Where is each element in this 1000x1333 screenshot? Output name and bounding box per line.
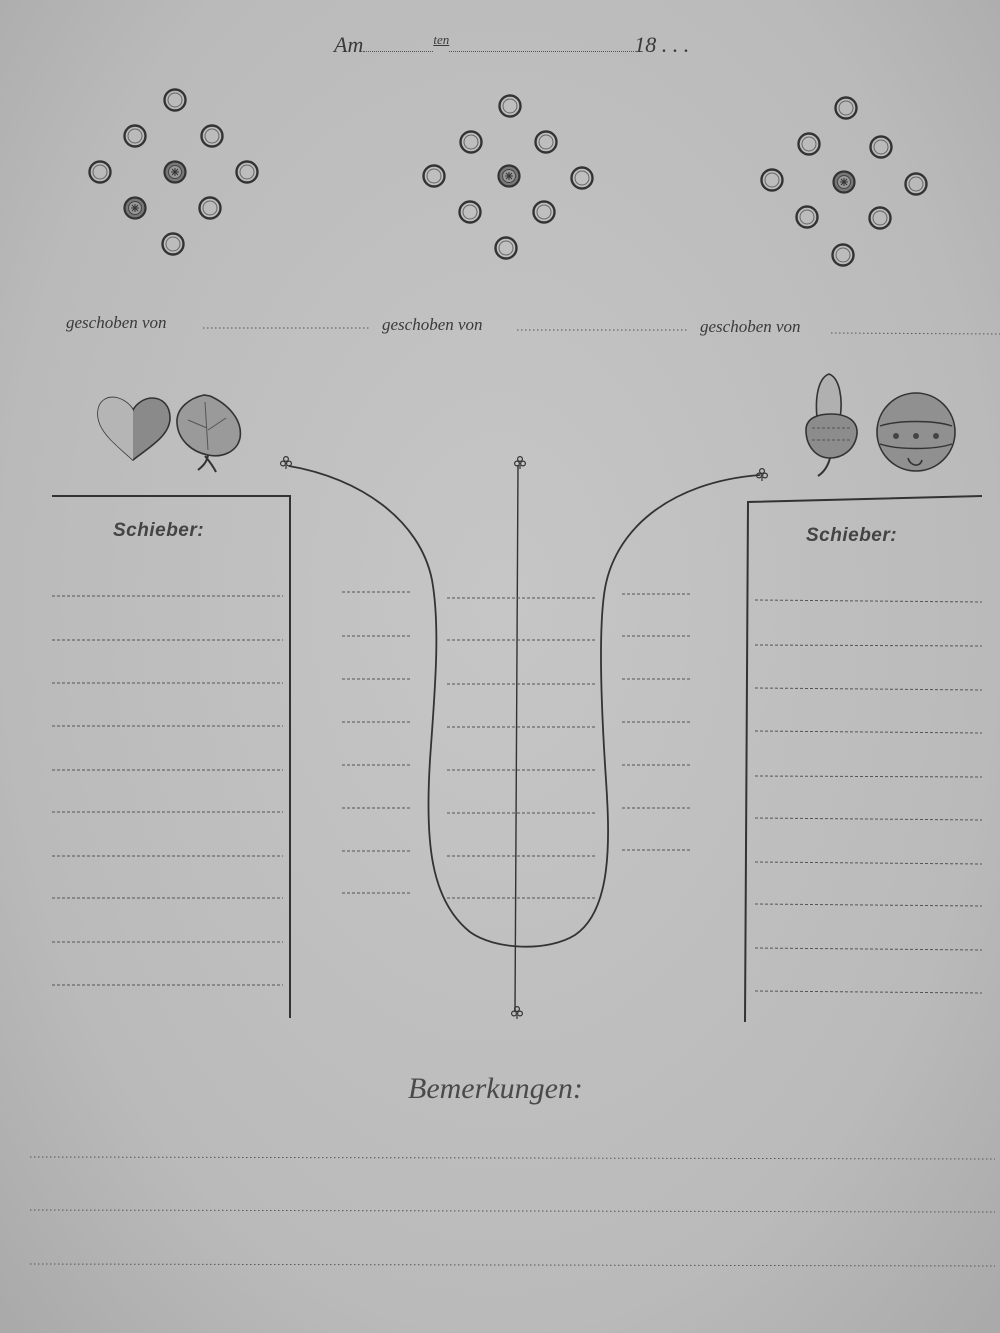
signature-label-1: geschoben von (66, 313, 167, 332)
pin (88, 160, 112, 184)
pin-diagram-2 (422, 94, 594, 260)
right-board-frame (744, 495, 983, 1023)
pin (904, 172, 928, 196)
pin (831, 243, 855, 267)
pin (570, 166, 594, 190)
pin (422, 164, 446, 188)
left-board-title: Schieber: (113, 520, 205, 541)
pin (163, 88, 187, 112)
pin (235, 160, 259, 184)
pin (795, 205, 819, 229)
pin (534, 130, 558, 154)
pin (198, 196, 222, 220)
pin-diagram-3 (760, 96, 928, 267)
date-year: 18 (634, 32, 657, 57)
pin-diagram-1 (88, 88, 259, 256)
pin (498, 94, 522, 118)
pin (494, 236, 518, 260)
pin (797, 132, 821, 156)
king-pin (497, 164, 521, 188)
left-board-frame (52, 495, 291, 1018)
pin (123, 196, 147, 220)
remarks-title: Bemerkungen: (408, 1072, 583, 1105)
leaf-suit-icon (176, 394, 242, 473)
remarks-lines (29, 1156, 996, 1267)
date-trail: . . . (661, 32, 690, 57)
pin (760, 168, 784, 192)
date-header: Am ten 18 . . . (334, 32, 689, 58)
king-pin (163, 160, 187, 184)
date-am: Am (334, 32, 364, 57)
right-board-title: Schieber: (806, 525, 898, 546)
pin (834, 96, 858, 120)
date-ten: ten (433, 32, 450, 47)
signature-lines (203, 327, 1000, 335)
pin (458, 200, 482, 224)
pin (869, 135, 893, 159)
king-pin (832, 170, 856, 194)
signature-label-2: geschoben von (382, 315, 483, 334)
pin (123, 124, 147, 148)
heart-suit-icon (97, 396, 171, 462)
pin (200, 124, 224, 148)
pin (161, 232, 185, 256)
acorn-suit-icon (805, 373, 858, 477)
signature-label-3: geschoben von (700, 317, 801, 336)
center-lane (280, 456, 769, 1020)
pin (532, 200, 556, 224)
pin (459, 130, 483, 154)
pin (868, 206, 892, 230)
bell-suit-icon (876, 392, 956, 472)
